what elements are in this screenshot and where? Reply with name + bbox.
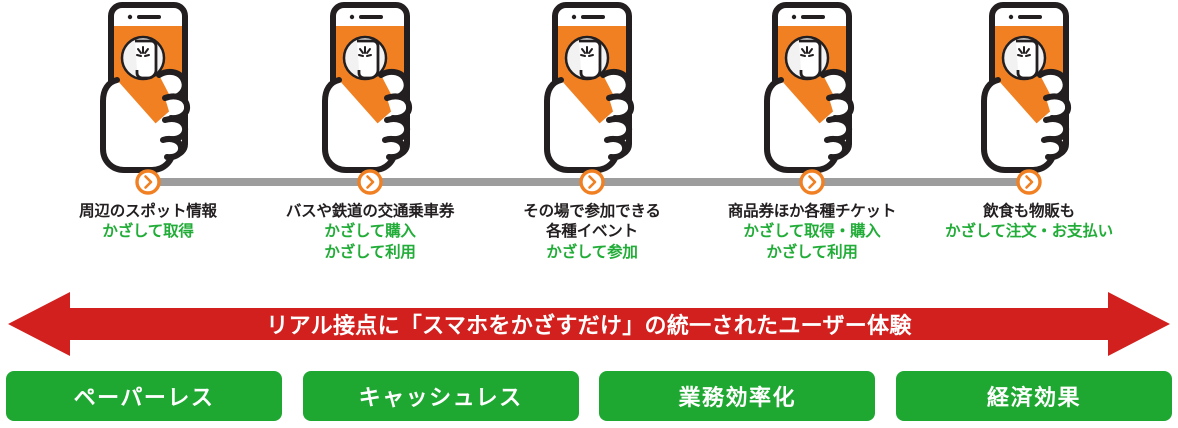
steps-row: 周辺のスポット情報かざして取得 xyxy=(43,0,1134,290)
benefit-row: ペーパーレス キャッシュレス 業務効率化 経済効果 xyxy=(0,371,1178,423)
chevron-right-circle-icon xyxy=(1015,168,1043,196)
chevron-right-circle-icon xyxy=(356,168,384,196)
step-caption: バスや鉄道の交通乗車券かざして購入かざして利用 xyxy=(253,202,487,263)
caption-line: かざして利用 xyxy=(766,243,858,261)
caption-line: 飲食も物販も xyxy=(983,203,1075,220)
step-item: 周辺のスポット情報かざして取得 xyxy=(43,0,253,290)
caption-line: 周辺のスポット情報 xyxy=(79,203,217,220)
step-caption: 周辺のスポット情報かざして取得 xyxy=(31,202,265,243)
step-item: バスや鉄道の交通乗車券かざして購入かざして利用 xyxy=(265,0,475,290)
step-caption: 商品券ほか各種チケットかざして取得・購入かざして利用 xyxy=(695,202,929,263)
hand-holding-smartphone-icon xyxy=(707,0,917,173)
chevron-right-circle-icon xyxy=(134,168,162,196)
hand-holding-smartphone-icon xyxy=(43,0,253,173)
step-item: 飲食も物販もかざして注文・お支払い xyxy=(924,0,1134,290)
step-item: その場で参加できる各種イベントかざして参加 xyxy=(487,0,697,290)
caption-line: かざして取得 xyxy=(102,223,194,241)
caption-line: バスや鉄道の交通乗車券 xyxy=(285,203,455,220)
benefit-pill[interactable]: キャッシュレス xyxy=(302,371,579,421)
caption-line: 商品券ほか各種チケット xyxy=(727,203,897,220)
banner-text: リアル接点に「スマホをかざすだけ」の統一されたユーザー体験 xyxy=(266,313,912,338)
benefit-pill[interactable]: ペーパーレス xyxy=(6,371,282,421)
caption-line: かざして取得・購入 xyxy=(743,223,881,241)
chevron-right-circle-icon xyxy=(578,168,606,196)
caption-line: 各種イベント xyxy=(546,223,638,241)
double-headed-arrow-icon xyxy=(8,292,1170,356)
caption-line: かざして利用 xyxy=(324,243,416,261)
benefit-pill[interactable]: 経済効果 xyxy=(895,371,1172,421)
hand-holding-smartphone-icon xyxy=(924,0,1134,173)
caption-line: かざして購入 xyxy=(324,223,416,241)
caption-line: かざして参加 xyxy=(546,243,638,261)
benefit-pill[interactable]: 業務効率化 xyxy=(599,371,876,421)
step-item: 商品券ほか各種チケットかざして取得・購入かざして利用 xyxy=(707,0,917,290)
step-caption: 飲食も物販もかざして注文・お支払い xyxy=(912,202,1146,243)
hand-holding-smartphone-icon xyxy=(265,0,475,173)
caption-line: その場で参加できる xyxy=(523,203,661,220)
caption-line: かざして注文・お支払い xyxy=(945,223,1113,241)
chevron-right-circle-icon xyxy=(798,168,826,196)
step-caption: その場で参加できる各種イベントかざして参加 xyxy=(475,202,709,263)
hand-holding-smartphone-icon xyxy=(487,0,697,173)
unified-experience-banner: リアル接点に「スマホをかざすだけ」の統一されたユーザー体験 xyxy=(8,288,1170,360)
